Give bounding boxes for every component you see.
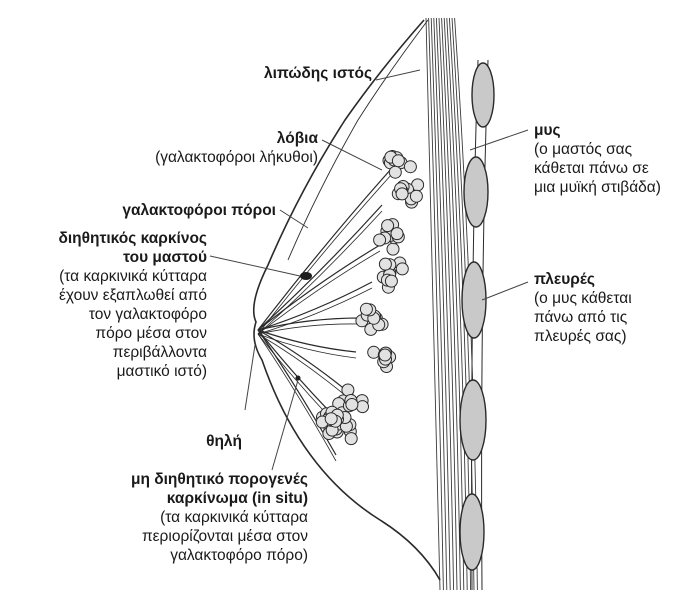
lobule-sac [385, 275, 397, 287]
lobule-sac [404, 161, 416, 173]
lobule-sac [346, 399, 358, 411]
ribs [460, 60, 494, 590]
lobule-sac [357, 401, 369, 413]
idc-tumor [300, 272, 312, 280]
label-fat-tissue: λιπώδης ιστός [226, 64, 372, 83]
label-nipple: θηλή [150, 432, 242, 451]
muscle-fiber [431, 18, 447, 590]
label-muscle: μυς (ο μαστός σας κάθεται πάνω σε μια μυ… [534, 121, 694, 197]
label-ribs: πλευρές (ο μυς κάθεται πάνω από τις πλευ… [534, 270, 684, 346]
lobule-sac [368, 346, 380, 358]
label-lobules: λόβια (γαλακτοφόροι λήκυθοι) [118, 129, 318, 167]
duct-branch [258, 288, 372, 334]
lobule-sac [374, 234, 386, 246]
rib [460, 380, 486, 460]
label-milk-ducts: γαλακτοφόροι πόροι [88, 201, 276, 220]
lobule-sac [389, 166, 401, 178]
rib [472, 63, 494, 127]
lobule-sac [387, 243, 399, 255]
lobule-sac [325, 413, 337, 425]
duct-branch [258, 334, 356, 358]
rib [464, 157, 488, 227]
lobule-sac [392, 155, 404, 167]
lobule-sac [391, 228, 403, 240]
lobule-sac [410, 190, 422, 202]
rib [460, 494, 484, 570]
lobule-sac [345, 433, 357, 445]
lobule-sac [379, 349, 391, 361]
muscle-fiber [429, 18, 444, 590]
lobule-sac [360, 303, 372, 315]
label-invasive-cancer: διηθητικός καρκίνος του μαστού (τα καρκι… [4, 229, 207, 381]
duct-branch [258, 282, 372, 330]
lobule-sac [396, 263, 408, 275]
lobules [316, 151, 423, 445]
lobule-sac [379, 258, 391, 270]
lobule-sac [396, 188, 408, 200]
muscle-fiber [426, 18, 440, 590]
dcis-tumor [296, 376, 301, 381]
label-dcis: μη διηθητικό πορογενές καρκίνωμα (in sit… [74, 470, 308, 565]
